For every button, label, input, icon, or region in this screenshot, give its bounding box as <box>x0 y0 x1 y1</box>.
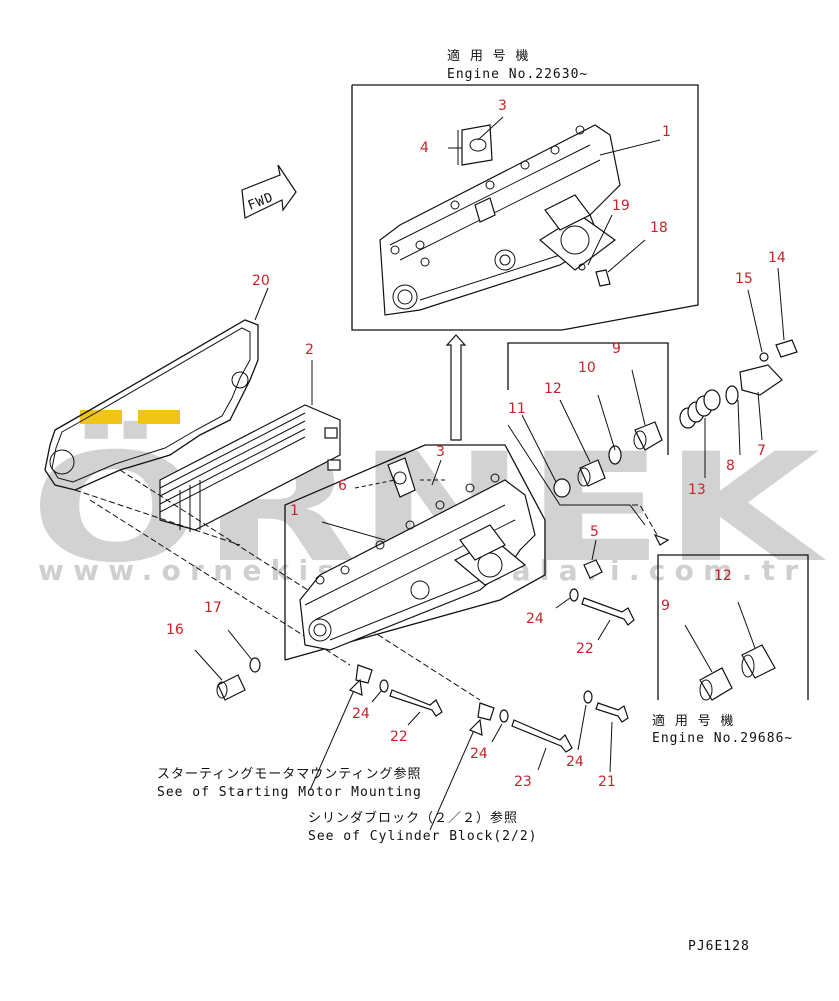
watermark-accent-right <box>138 410 180 424</box>
top-note-en: Engine No.22630~ <box>447 67 588 82</box>
part-3-main: 3 <box>436 444 445 460</box>
ref-leader-cylinder <box>429 727 476 831</box>
part-17: 17 <box>204 600 222 616</box>
starting-note-jp: スターティングモータマウンティング参照 <box>157 766 421 782</box>
oil-cooler-cover-top <box>379 124 621 316</box>
bolt-21 <box>595 702 629 723</box>
top-inset-frame <box>351 84 699 331</box>
part-7: 7 <box>757 443 766 459</box>
bolt-22-b <box>581 597 635 626</box>
part-24-d: 24 <box>566 754 584 770</box>
gasket-top <box>461 124 493 166</box>
part-1-top: 1 <box>662 124 671 140</box>
gasket-6 <box>387 457 416 498</box>
gasket-20 <box>44 319 259 491</box>
spacer-12 <box>579 459 606 487</box>
part-18: 18 <box>650 220 668 236</box>
part-13: 13 <box>688 482 706 498</box>
part-1-main: 1 <box>290 503 299 519</box>
right-note-jp: 適 用 号 機 <box>652 713 734 729</box>
part-24-c: 24 <box>470 746 488 762</box>
part-2: 2 <box>305 342 314 358</box>
part-9-right: 9 <box>661 598 670 614</box>
bolt-18 <box>595 269 611 287</box>
part-15: 15 <box>735 271 753 287</box>
plug-16 <box>217 674 246 701</box>
part-12-right: 12 <box>714 568 732 584</box>
oring-8 <box>725 385 739 405</box>
part-11: 11 <box>508 401 526 417</box>
part-9-main: 9 <box>612 341 621 357</box>
oil-cooler-core <box>159 404 341 532</box>
ref-leader-starting <box>309 687 356 791</box>
part-22-a: 22 <box>390 729 408 745</box>
ring-11 <box>553 478 571 498</box>
spacer-12-right <box>741 644 776 679</box>
right-note-en: Engine No.29686~ <box>652 731 793 746</box>
main-cover-group <box>284 444 546 661</box>
part-12-main: 12 <box>544 381 562 397</box>
up-arrow <box>445 334 467 441</box>
right-inset-frame <box>657 554 809 700</box>
fwd-arrow: FWD <box>241 164 297 219</box>
part-21: 21 <box>598 774 616 790</box>
watermark-accent-left <box>80 410 122 424</box>
part-6: 6 <box>338 478 347 494</box>
top-note-jp: 適 用 号 機 <box>447 48 529 64</box>
thermostat-9-right <box>699 667 733 701</box>
top-inset: 適 用 号 機 Engine No.22630~ 1 <box>351 48 699 331</box>
spring-13 <box>679 389 721 429</box>
part-24-a: 24 <box>352 706 370 722</box>
part-20: 20 <box>252 273 270 289</box>
bolt-22-a <box>389 689 443 717</box>
washer-15 <box>759 352 769 362</box>
seal-17 <box>249 657 261 673</box>
cylinder-note-jp: シリンダブロック（２／２）参照 <box>308 810 518 826</box>
starting-note-en: See of Starting Motor Mounting <box>157 785 422 800</box>
bolt-14 <box>775 339 798 358</box>
part-16: 16 <box>166 622 184 638</box>
part-5: 5 <box>590 524 599 540</box>
seal-10 <box>608 445 622 465</box>
part-23: 23 <box>514 774 532 790</box>
washer-19 <box>578 263 586 271</box>
part-8: 8 <box>726 458 735 474</box>
part-22-b: 22 <box>576 641 594 657</box>
part-24-b: 24 <box>526 611 544 627</box>
nut-5 <box>583 559 603 579</box>
cylinder-note-en: See of Cylinder Block(2/2) <box>308 829 538 844</box>
page-code: PJ6E128 <box>688 939 750 954</box>
part-14: 14 <box>768 250 786 266</box>
bolt-23 <box>511 719 573 753</box>
part-19: 19 <box>612 198 630 214</box>
thermostat-9 <box>633 421 663 451</box>
part-3-top: 3 <box>498 98 507 114</box>
cover-7 <box>739 364 783 396</box>
part-10: 10 <box>578 360 596 376</box>
thermo-bracket <box>507 342 669 455</box>
part-4: 4 <box>420 140 429 156</box>
